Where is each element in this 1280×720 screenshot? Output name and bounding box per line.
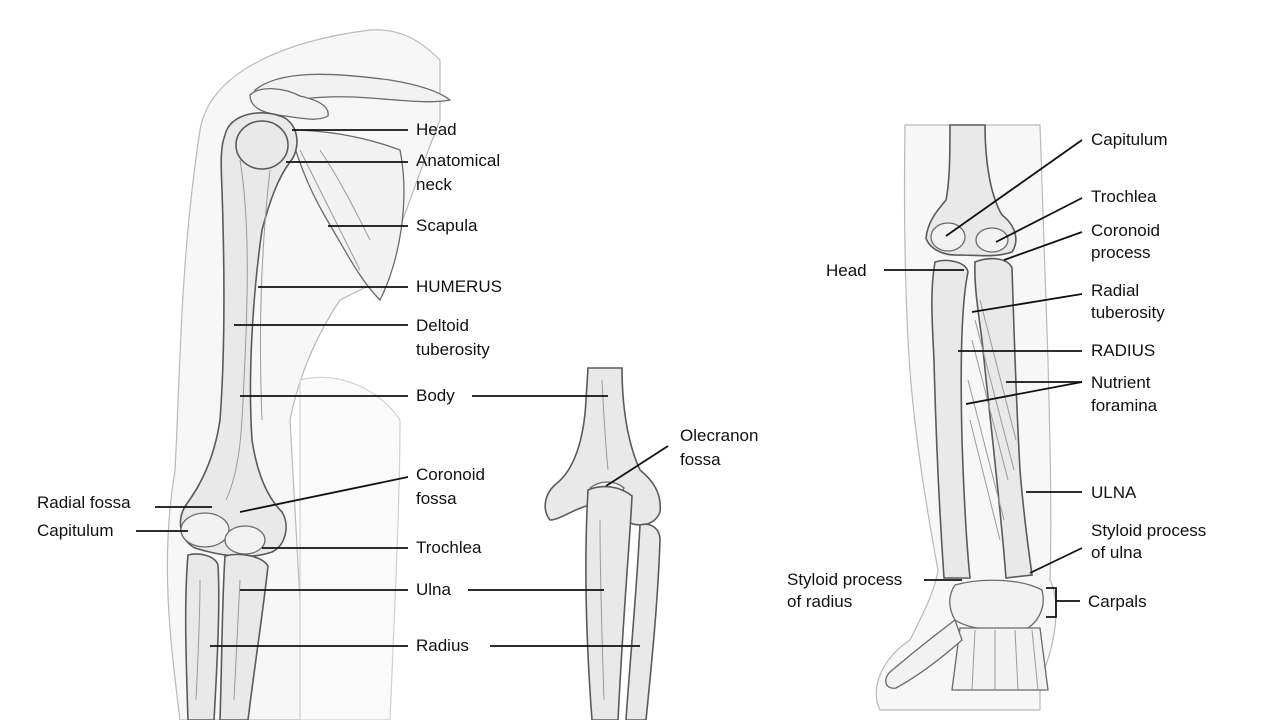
label-scapula: Scapula xyxy=(416,215,477,237)
metacarpals xyxy=(952,628,1048,690)
label-styloid-radius-line2: of radius xyxy=(787,591,852,613)
label-nutrient-foramina-line2: foramina xyxy=(1091,395,1157,417)
label-humerus: HUMERUS xyxy=(416,276,502,298)
label-anatomical-neck-line1: Anatomical xyxy=(416,150,500,172)
label-deltoid-tuberosity-line2: tuberosity xyxy=(416,339,490,361)
label-deltoid-tuberosity-line1: Deltoid xyxy=(416,315,469,337)
label-radius-left: Radius xyxy=(416,635,469,657)
label-coronoid-fossa-line1: Coronoid xyxy=(416,464,485,486)
label-nutrient-foramina-line1: Nutrient xyxy=(1091,372,1151,394)
label-capitulum-right: Capitulum xyxy=(1091,129,1168,151)
arm-anterior-illustration xyxy=(167,30,450,720)
label-styloid-radius-line1: Styloid process xyxy=(787,569,902,591)
radius-posterior xyxy=(626,524,660,720)
label-head-right: Head xyxy=(826,260,867,282)
label-radial-tuberosity-line2: tuberosity xyxy=(1091,302,1165,324)
label-trochlea-right: Trochlea xyxy=(1091,186,1157,208)
radius-bone-left xyxy=(186,554,219,720)
label-styloid-ulna-line1: Styloid process xyxy=(1091,520,1206,542)
ulna-posterior xyxy=(586,487,632,720)
label-olecranon-fossa-line2: fossa xyxy=(680,449,721,471)
label-styloid-ulna-line2: of ulna xyxy=(1091,542,1142,564)
label-anatomical-neck-line2: neck xyxy=(416,174,452,196)
elbow-posterior-illustration xyxy=(545,368,660,720)
label-capitulum-left: Capitulum xyxy=(37,520,114,542)
label-radius-caps: RADIUS xyxy=(1091,340,1155,362)
capitulum-shape xyxy=(181,513,229,547)
label-carpals: Carpals xyxy=(1088,591,1147,613)
label-coronoid-process-line2: process xyxy=(1091,242,1151,264)
trochlea-right-shape xyxy=(976,228,1008,252)
label-coronoid-fossa-line2: fossa xyxy=(416,488,457,510)
trochlea-shape xyxy=(225,526,265,554)
label-head: Head xyxy=(416,119,457,141)
label-ulna-left: Ulna xyxy=(416,579,451,601)
label-olecranon-fossa-line1: Olecranon xyxy=(680,425,758,447)
humeral-head xyxy=(236,121,288,169)
forearm-anterior-illustration xyxy=(876,125,1056,710)
label-radial-tuberosity-line1: Radial xyxy=(1091,280,1139,302)
label-coronoid-process-line1: Coronoid xyxy=(1091,220,1160,242)
label-ulna-caps: ULNA xyxy=(1091,482,1136,504)
label-radial-fossa: Radial fossa xyxy=(37,492,131,514)
label-trochlea-left: Trochlea xyxy=(416,537,482,559)
label-body: Body xyxy=(416,385,455,407)
carpal-bones xyxy=(950,580,1043,630)
